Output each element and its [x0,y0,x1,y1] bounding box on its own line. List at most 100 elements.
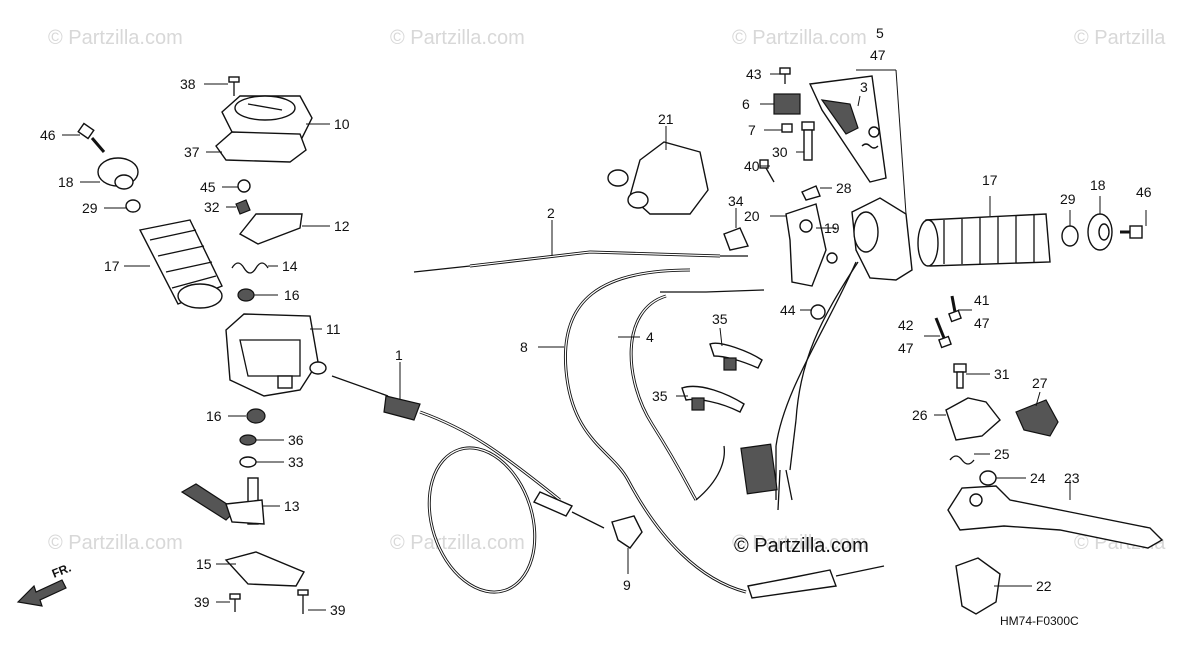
callout-14: 14 [282,258,298,274]
part-42-bolt [934,317,952,349]
callout-15: 15 [196,556,212,572]
callout-30: 30 [772,144,788,160]
part-right-switch-housing [775,197,913,447]
watermark: © Partzilla.com [48,27,183,49]
callout-9: 9 [623,577,631,593]
part-8-cable [563,268,885,599]
callout-26: 26 [912,407,928,423]
part-35-clamp-upper [709,342,763,371]
watermark: © Partzilla.com [732,532,867,554]
part-13-throttle-lever [180,477,265,525]
part-6-switch [773,93,801,115]
part-31-bolt [953,363,967,389]
part-3-switch-assembly [808,75,887,183]
callout-41: 41 [974,292,990,308]
part-15-plate [224,551,306,587]
watermark: © Partzilla [1074,27,1166,49]
part-12-plate [238,213,303,245]
front-direction-arrow: FR. [16,561,73,607]
part-24-bush [979,470,997,486]
callout-18: 18 [58,174,74,190]
part-9-clip [611,515,643,549]
copyright-notice: © Partzilla.com [734,535,869,557]
part-28-clamp [801,185,821,201]
part-34-clip [723,227,749,251]
callout-44: 44 [780,302,796,318]
callout-45: 45 [200,179,216,195]
part-18-end-weight-left [97,157,139,190]
callout-21: 21 [658,111,674,127]
watermark: © Partzilla.com [732,27,867,49]
part-32 [235,199,251,215]
callout-layer: 38 10 46 37 18 45 29 32 12 17 14 16 11 1… [40,25,1152,618]
callout-3: 3 [860,79,868,95]
callout-22: 22 [1036,578,1052,594]
part-7-nut [781,123,793,133]
callout-29: 29 [82,200,98,216]
part-37-gasket [215,131,307,163]
callout-39: 39 [194,594,210,610]
callout-47: 47 [898,340,914,356]
part-46-bolt-right [1120,225,1143,239]
callout-34: 34 [728,193,744,209]
callout-17: 17 [982,172,998,188]
leader-lines [62,69,1147,611]
callout-46: 46 [40,127,56,143]
diagram-code: HM74-F0300C [1000,614,1079,628]
callout-36: 36 [288,432,304,448]
callout-13: 13 [284,498,300,514]
callout-37: 37 [184,144,200,160]
callout-47: 47 [974,315,990,331]
callout-40: 40 [744,158,760,174]
callout-20: 20 [744,208,760,224]
part-19-bracket [785,203,838,287]
callout-1: 1 [395,347,403,363]
part-27-lever-cover [1015,399,1059,437]
part-18-end-weight-right [1087,213,1113,251]
callout-19: 19 [824,220,840,236]
part-1-throttle-cable [331,375,605,594]
part-43-screw [779,67,791,84]
callout-4: 4 [646,329,654,345]
part-25-spring [949,455,975,465]
callout-38: 38 [180,76,196,92]
part-16-bush-top [237,288,255,302]
callout-25: 25 [994,446,1010,462]
watermark: © Partzilla.com [390,532,525,554]
callout-29: 29 [1060,191,1076,207]
part-21-switch-housing [607,141,709,215]
part-17-grip-right [917,213,1051,267]
callout-8: 8 [520,339,528,355]
part-36-seal [239,434,257,446]
callout-5: 5 [876,25,884,41]
part-39-screw-right [297,589,309,614]
callout-46: 46 [1136,184,1152,200]
part-23-brake-lever [947,485,1164,549]
callout-33: 33 [288,454,304,470]
part-38-screw [228,76,240,96]
callout-28: 28 [836,180,852,196]
callout-2: 2 [547,205,555,221]
part-4-cable [629,289,765,501]
part-10-cover [221,95,313,143]
callout-42: 42 [898,317,914,333]
callout-6: 6 [742,96,750,112]
callout-35: 35 [652,388,668,404]
callout-23: 23 [1064,470,1080,486]
part-46-bolt-left [77,122,106,153]
part-40-screw [759,159,775,183]
callout-16: 16 [284,287,300,303]
callout-27: 27 [1032,375,1048,391]
callout-18: 18 [1090,177,1106,193]
callout-16: 16 [206,408,222,424]
part-35-clamp-lower [681,385,745,413]
part-45-nut [237,179,251,193]
callout-39: 39 [330,602,346,618]
part-41-bolt [948,295,962,323]
part-22-holder [955,557,1001,615]
callout-32: 32 [204,199,220,215]
watermark: © Partzilla.com [390,27,525,49]
part-26-bracket [945,397,1001,441]
callout-31: 31 [994,366,1010,382]
